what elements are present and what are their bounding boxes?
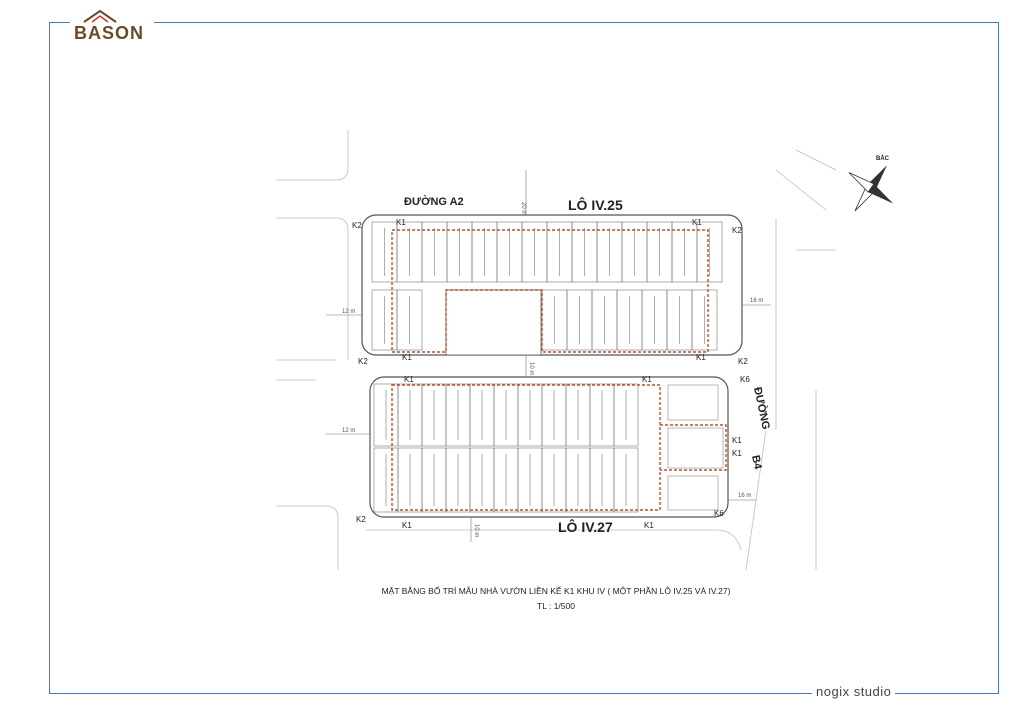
dim-16m-top: 16 m: [750, 298, 763, 304]
road-context: [276, 130, 837, 571]
drawing-frame: [49, 22, 999, 694]
label-k1: K1: [396, 218, 406, 227]
dim-12m-top: 12 m: [342, 309, 355, 315]
label-k2: K2: [352, 221, 362, 230]
brand-name: BASON: [74, 23, 145, 43]
unit-type-labels: K2 K1 K1 K2 K2 K1 K1 K2 K1 K1 K6 K1 K1 K…: [352, 218, 750, 530]
block-iv25: [361, 214, 743, 356]
dim-10m-bottom: 10 m: [473, 524, 479, 537]
compass-icon: BẮC: [848, 154, 894, 212]
k6-houses: [667, 384, 724, 511]
house-plot: [696, 221, 723, 283]
label-k1: K1: [402, 521, 412, 530]
label-k1: K1: [644, 521, 654, 530]
label-k1: K1: [402, 353, 412, 362]
studio-credit: nogix studio: [812, 684, 896, 699]
house-plot: [613, 383, 639, 447]
dim-16m-bottom: 16 m: [738, 493, 751, 499]
road-a2-label: ĐƯỜNG A2: [404, 195, 464, 208]
dim-10m-mid: 10 m: [528, 362, 534, 375]
k1-boundary: [391, 229, 727, 511]
label-k1: K1: [732, 436, 742, 445]
north-label: BẮC: [876, 154, 890, 162]
label-k1: K1: [732, 449, 742, 458]
courtyard: [445, 289, 542, 356]
road-b4-label-1: ĐƯỜNG: [751, 386, 773, 431]
label-k2: K2: [358, 357, 368, 366]
house-plot: [396, 289, 423, 351]
drawing-caption: MẶT BẰNG BỐ TRÍ MẪU NHÀ VƯỜN LIỀN KẾ K1 …: [381, 586, 731, 596]
house-plot: [613, 447, 639, 513]
label-k1: K1: [642, 375, 652, 384]
road-b4-label-2: B4: [749, 454, 764, 471]
dimension-lines: [326, 170, 771, 542]
label-k2: K2: [738, 357, 748, 366]
label-k1: K1: [692, 218, 702, 227]
label-k1: K1: [696, 353, 706, 362]
site-plan-drawing: ĐƯỜNG A2 LÔ IV.25 LÔ IV.27 ĐƯỜNG B4 20 m…: [276, 130, 837, 571]
dim-12m-bottom: 12 m: [342, 428, 355, 434]
dim-20m: 20 m: [520, 202, 526, 215]
roof-icon: [83, 9, 117, 23]
block-iv27: [369, 376, 729, 518]
label-k6: K6: [740, 375, 750, 384]
unit-grid: [371, 221, 723, 513]
label-k2: K2: [732, 226, 742, 235]
lot-iv25-label: LÔ IV.25: [568, 196, 623, 213]
lot-iv27-label: LÔ IV.27: [558, 518, 613, 535]
label-k1: K1: [404, 375, 414, 384]
label-k2: K2: [356, 515, 366, 524]
north-arrow: BẮC: [836, 150, 906, 220]
site-plan: ĐƯỜNG A2 LÔ IV.25 LÔ IV.27 ĐƯỜNG B4 20 m…: [276, 130, 837, 571]
drawing-scale: TL : 1/500: [537, 601, 575, 611]
house-plot: [691, 289, 718, 351]
label-k6: K6: [714, 509, 724, 518]
brand-logo: BASON: [70, 8, 154, 44]
